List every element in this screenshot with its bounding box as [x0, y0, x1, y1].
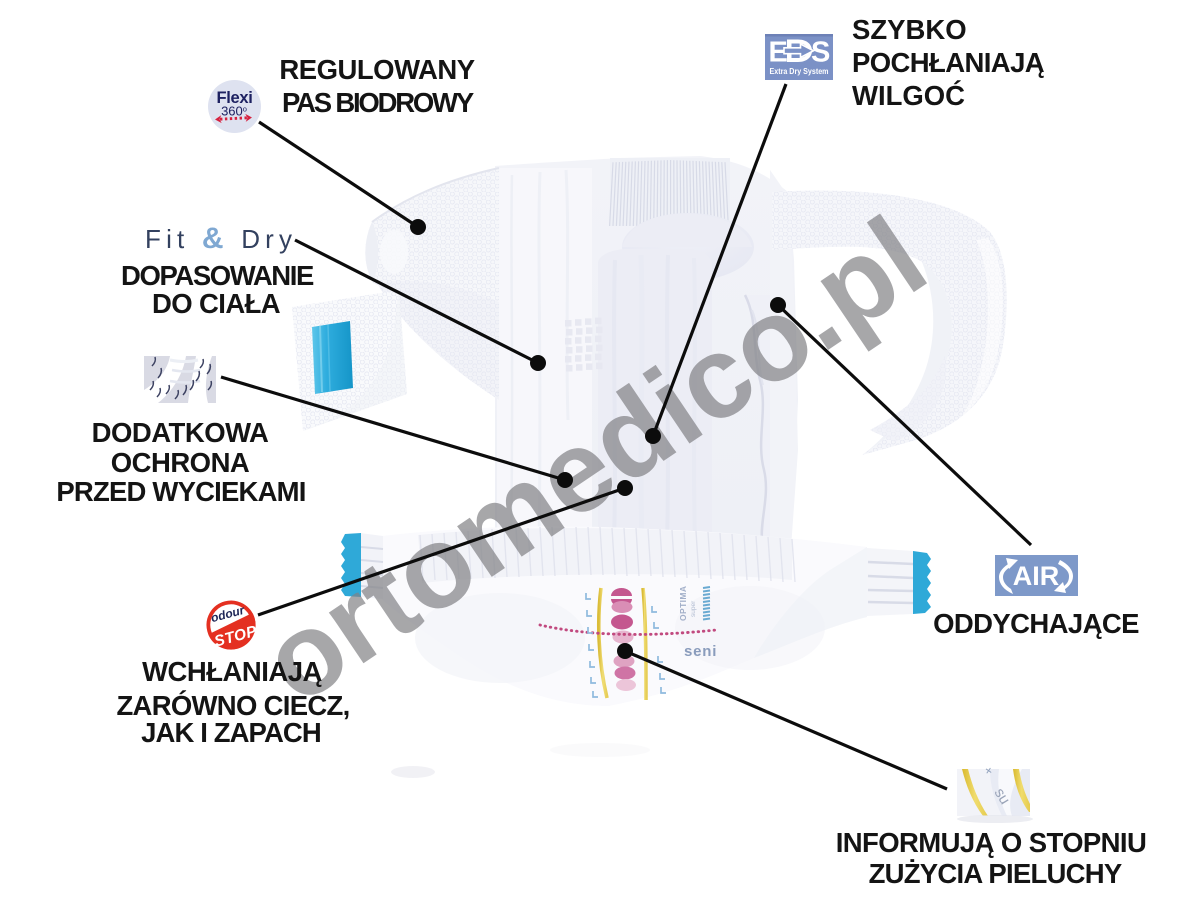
svg-text:E: E — [769, 37, 788, 69]
svg-text:seni: seni — [684, 643, 717, 660]
svg-text:Flexi: Flexi — [216, 89, 252, 107]
svg-text:super: super — [690, 600, 697, 617]
svg-text:su: su — [991, 785, 1014, 807]
svg-text:S: S — [811, 37, 830, 69]
svg-text:OPTIMA: OPTIMA — [678, 586, 688, 621]
svg-text:360o: 360o — [221, 104, 247, 119]
svg-text:Extra Dry System: Extra Dry System — [770, 66, 829, 76]
svg-text:AIR: AIR — [1013, 561, 1060, 591]
